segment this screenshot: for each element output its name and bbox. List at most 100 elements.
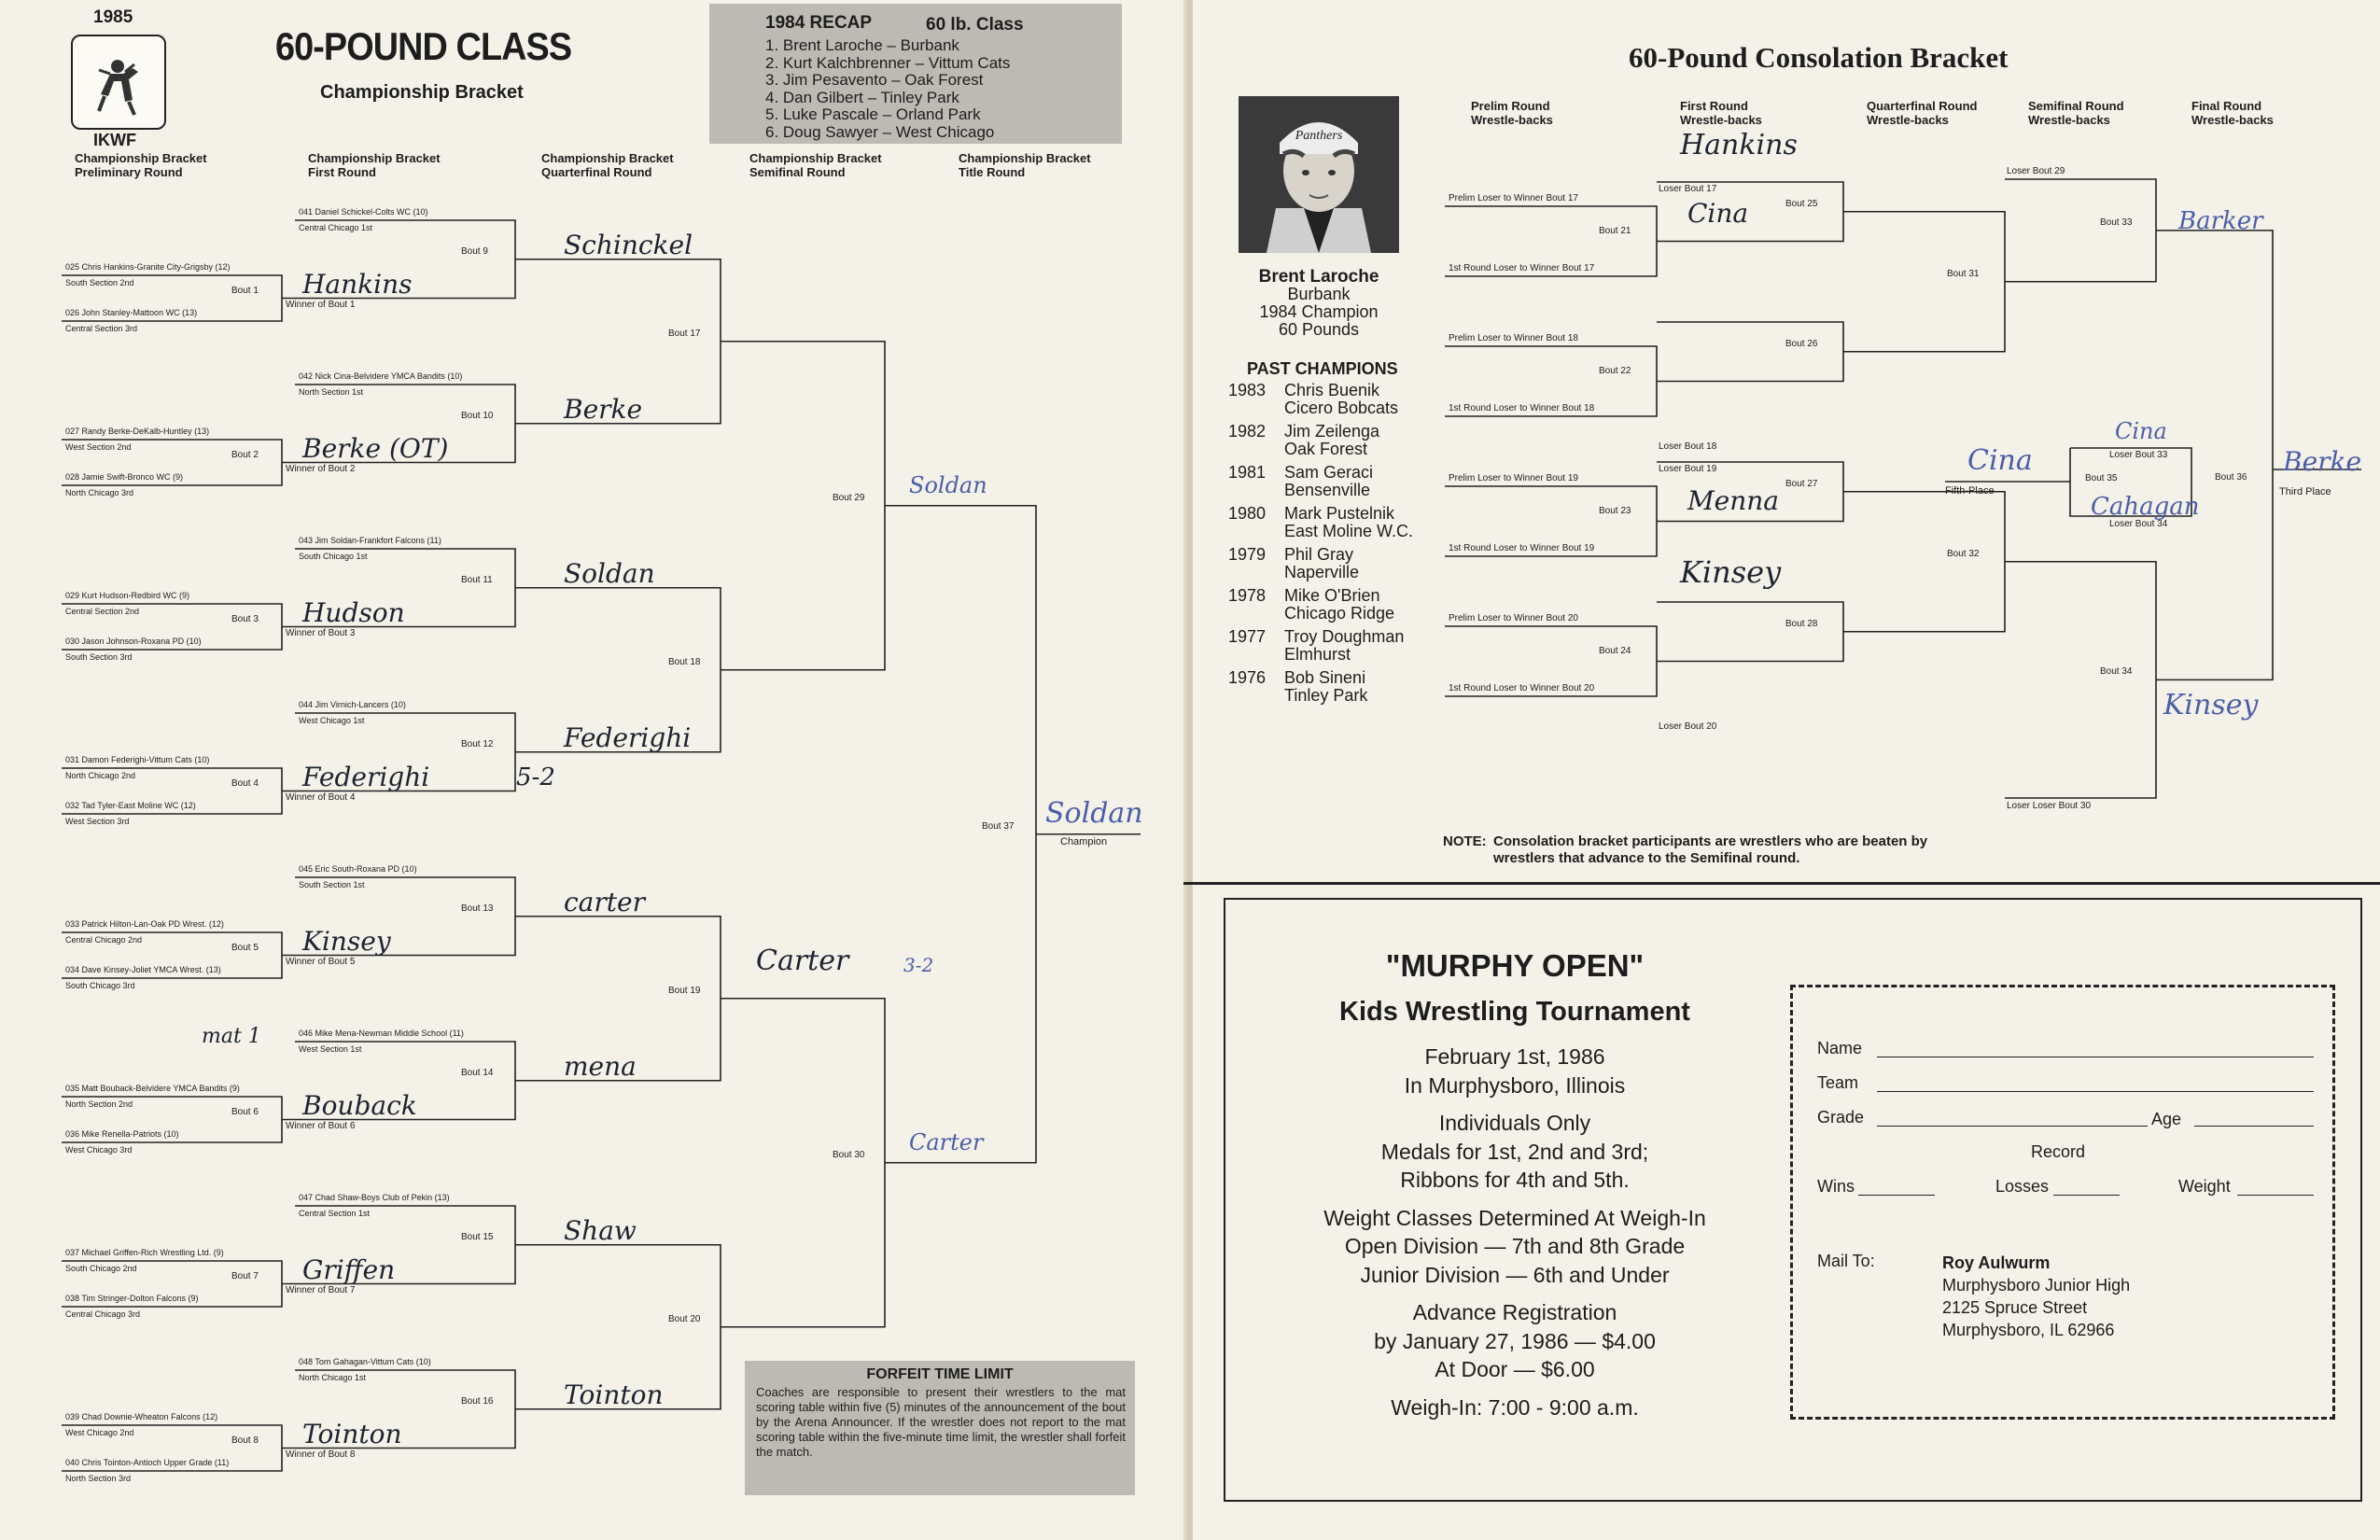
murphy-line: In Murphysboro, Illinois (1404, 1072, 1626, 1098)
murphy-line: Medals for 1st, 2nd and 3rd; (1380, 1139, 1649, 1164)
section-label: South Chicago 1st (299, 552, 368, 561)
grade-label: Grade (1817, 1108, 1865, 1127)
boy-portrait-icon: Panthers (1239, 96, 1399, 253)
handwritten-name: Kinsey (302, 925, 391, 957)
round-header: Championship Bracket Semifinal Round (749, 151, 882, 179)
past-year: 1982 (1228, 422, 1267, 441)
handwritten-name: Cahagan (2091, 493, 2200, 521)
grade-field[interactable] (1877, 1126, 2148, 1127)
age-field[interactable] (2194, 1126, 2314, 1127)
section-label: Central Chicago 2nd (65, 935, 143, 945)
murphy-line: At Door — $6.00 (1435, 1357, 1595, 1381)
champion-label: Champion (1060, 835, 1108, 847)
bout-label: Bout 27 (1785, 478, 1818, 489)
section-label: West Section 3rd (65, 817, 130, 826)
bout-label: Bout 25 (1785, 198, 1818, 209)
past-year: 1981 (1228, 463, 1267, 482)
seeded-wrestler: 044 Jim Virnich-Lancers (10) (299, 700, 406, 709)
section-label: South Section 1st (299, 880, 365, 889)
round-header: Championship Bracket Title Round (959, 151, 1091, 179)
winner-label: Winner of Bout 5 (286, 956, 356, 967)
loser-label: Loser Bout 34 (2109, 519, 2168, 529)
losses-field[interactable] (2053, 1195, 2120, 1196)
winner-label: Winner of Bout 8 (286, 1449, 356, 1460)
past-team: Chicago Ridge (1284, 604, 1395, 623)
past-year: 1980 (1228, 504, 1267, 523)
murphy-line: Advance Registration (1412, 1300, 1617, 1324)
address-line: Roy Aulwurm (1942, 1253, 2051, 1272)
loser-label: Loser Bout 19 (1659, 464, 1717, 474)
team-field[interactable] (1877, 1091, 2314, 1092)
left-page (0, 0, 1187, 1540)
consolation-entry: 1st Round Loser to Winner Bout 18 (1449, 403, 1595, 413)
wrestler-entry: 026 John Stanley-Mattoon WC (13) (65, 308, 198, 317)
registration-form: Name Team Grade Age Record Wins Losses W… (1790, 985, 2335, 1420)
bout-label: Bout 35 (2085, 473, 2118, 483)
past-team: East Moline W.C. (1284, 522, 1414, 540)
murphy-line: Ribbons for 4th and 5th. (1400, 1168, 1630, 1192)
mat-note: mat 1 (202, 1025, 261, 1048)
bout-label: Bout 8 (231, 1435, 259, 1446)
recap-item: 1. Brent Laroche – Burbank (765, 36, 959, 54)
handwritten-name: Berke (OT) (302, 432, 449, 464)
wrestler-entry: 031 Damon Federighi-Vittum Cats (10) (65, 755, 210, 764)
murphy-line: Weigh-In: 7:00 - 9:00 a.m. (1391, 1394, 1639, 1420)
murphy-line (1225, 1384, 1804, 1393)
round-header: Championship Bracket First Round (308, 151, 441, 179)
consolation-entry: 1st Round Loser to Winner Bout 20 (1449, 683, 1595, 693)
third-place-label: Third Place (2279, 486, 2331, 497)
bout-label: Bout 33 (2100, 217, 2133, 228)
final-score: 3-2 (903, 954, 934, 976)
past-name: Jim Zeilenga (1284, 422, 1380, 441)
finalist-handwritten: Carter (756, 945, 849, 977)
forfeit-title: FORFEIT TIME LIMIT (866, 1366, 1014, 1382)
section-label: Central Section 3rd (65, 324, 138, 333)
past-team: Naperville (1284, 563, 1360, 581)
winner-label: Winner of Bout 7 (286, 1284, 356, 1295)
past-team: Bensenville (1284, 481, 1371, 499)
section-label: North Chicago 2nd (65, 771, 136, 780)
handwritten-name: Federighi (564, 721, 692, 753)
losses-label: Losses (1995, 1177, 2050, 1196)
past-year: 1977 (1228, 627, 1267, 646)
handwritten-name: Tointon (302, 1418, 402, 1449)
consolation-entry: Prelim Loser to Winner Bout 18 (1449, 333, 1578, 343)
bout-label: Bout 28 (1785, 618, 1818, 629)
murphy-line: Junior Division — 6th and Under (1360, 1262, 1670, 1287)
handwritten-name: Bouback (302, 1089, 417, 1121)
weight-field[interactable] (2237, 1195, 2314, 1196)
forfeit-body: Coaches are responsible to present their… (756, 1385, 1126, 1459)
murphy-line (1225, 1099, 1804, 1109)
handwritten-name: Cina (1967, 444, 2033, 477)
team-label: Team (1817, 1073, 1859, 1092)
recap-item: 6. Doug Sawyer – West Chicago (765, 122, 995, 141)
past-name: Mark Pustelnik (1284, 504, 1395, 523)
consolation-column-header: Prelim Round Wrestle-backs (1471, 99, 1553, 127)
handwritten-name: Berke (564, 393, 643, 425)
wrestler-entry: 029 Kurt Hudson-Redbird WC (9) (65, 591, 190, 600)
consolation-entry: 1st Round Loser to Winner Bout 17 (1449, 263, 1595, 273)
recap-item: 4. Dan Gilbert – Tinley Park (765, 88, 959, 106)
murphy-subtitle: Kids Wrestling Tournament (1339, 997, 1690, 1027)
past-team: Tinley Park (1284, 686, 1368, 705)
wins-field[interactable] (1858, 1195, 1935, 1196)
past-year: 1978 (1228, 586, 1267, 605)
wrestler-entry: 032 Tad Tyler-East Moline WC (12) (65, 801, 196, 810)
loser-label: Loser Bout 20 (1659, 721, 1717, 732)
name-label: Name (1817, 1039, 1863, 1057)
handwritten-name: Kinsey (1680, 554, 1782, 590)
consolation-entry: Prelim Loser to Winner Bout 19 (1449, 473, 1578, 483)
round-header: Championship Bracket Quarterfinal Round (541, 151, 674, 179)
bout-label: Bout 16 (461, 1395, 494, 1407)
section-label: Central Section 1st (299, 1209, 371, 1218)
handwritten-name: Kinsey (2163, 689, 2259, 721)
bout-label: Bout 21 (1599, 225, 1631, 236)
bout-label: Bout 2 (231, 449, 259, 460)
wins-label: Wins (1817, 1177, 1855, 1196)
bout-label: Bout 24 (1599, 645, 1631, 656)
champ-detail: 60 Pounds (1278, 320, 1360, 339)
consolation-column-header: Final Round Wrestle-backs (2191, 99, 2274, 127)
